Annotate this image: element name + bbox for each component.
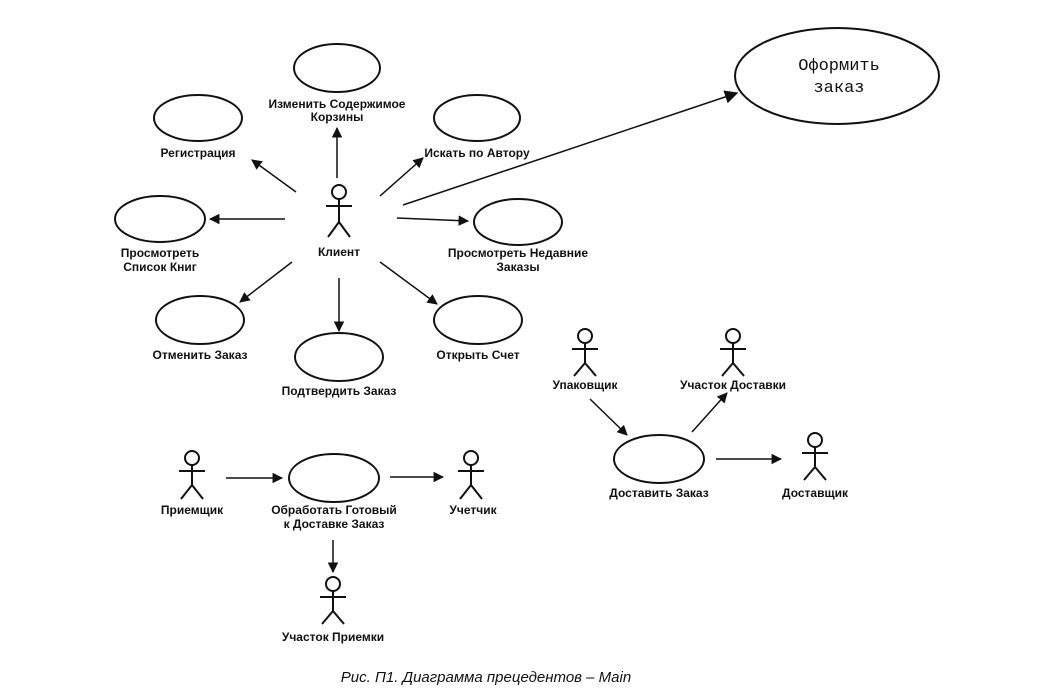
usecase-ellipse [734, 27, 940, 125]
usecase-label: Заказы [496, 260, 539, 274]
usecase-label: Список Книг [123, 260, 197, 274]
usecase-ellipse [473, 198, 563, 246]
actor-dostavshchik: Доставщик [782, 432, 849, 500]
usecase-podtverdit: Подтвердить Заказ [282, 332, 397, 398]
usecase-label: Открыть Счет [436, 348, 519, 362]
actor-label: Клиент [318, 245, 360, 259]
usecase-dostavit: Доставить Заказ [609, 434, 709, 500]
usecase-ellipse [153, 94, 243, 142]
usecase-label: Оформить [798, 57, 880, 76]
usecase-label: Корзины [311, 110, 364, 124]
usecase-label: Искать по Автору [424, 146, 530, 160]
actor-priemshchik: Приемщик [161, 450, 224, 517]
actor-figure-icon [572, 328, 598, 377]
actor-figure-icon [802, 432, 828, 481]
usecase-prosmotret-nedavnie: Просмотреть Недавние Заказы [448, 198, 588, 274]
usecase-label: Просмотреть Недавние [448, 246, 588, 260]
actor-label: Учетчик [449, 503, 497, 517]
usecase-oformit: Оформить заказ [734, 27, 940, 125]
edge-klient-otkryt [379, 261, 438, 305]
usecase-label: Регистрация [160, 146, 235, 160]
actor-figure-icon [179, 450, 205, 500]
usecase-ellipse [294, 332, 384, 382]
actor-figure-icon [720, 328, 746, 377]
edge-dostavit-uchastok-dostavki [691, 392, 728, 433]
usecase-ellipse [613, 434, 705, 484]
actor-uchastok-dostavki: Участок Доставки [680, 328, 786, 392]
usecase-label: Доставить Заказ [609, 486, 708, 500]
usecase-iskat: Искать по Автору [424, 94, 530, 160]
usecase-izmenit: Изменить Содержимое Корзины [269, 43, 406, 124]
edges [208, 90, 783, 574]
actor-uchetchik: Учетчик [449, 450, 498, 517]
usecase-ellipse [288, 453, 380, 503]
usecase-otmenit: Отменить Заказ [153, 295, 248, 362]
usecase-label: Просмотреть [121, 246, 200, 260]
actor-upakovshchik: Упаковщик [553, 328, 619, 392]
usecase-ellipse [433, 94, 521, 142]
usecase-ellipse [155, 295, 245, 345]
usecase-label: Обработать Готовый [271, 503, 397, 517]
edge-klient-oformit [402, 90, 739, 206]
usecase-label: Отменить Заказ [153, 348, 248, 362]
actor-figure-icon [320, 576, 346, 625]
usecase-ellipse [114, 195, 206, 243]
usecase-label: заказ [813, 79, 864, 98]
usecase-registraciya: Регистрация [153, 94, 243, 160]
actor-klient: Клиент [318, 184, 360, 259]
actor-label: Доставщик [782, 486, 849, 500]
usecase-obrabotat: Обработать Готовый к Доставке Заказ [271, 453, 397, 531]
actor-label: Приемщик [161, 503, 224, 517]
edge-klient-prosmotret-nedavnie [396, 215, 470, 226]
actor-label: Участок Приемки [282, 630, 384, 644]
edge-klient-iskat [379, 157, 424, 197]
usecase-prosmotret-spisok: Просмотреть Список Книг [114, 195, 206, 274]
actor-figure-icon [458, 450, 484, 500]
edge-klient-registraciya [251, 159, 297, 193]
usecase-otkryt: Открыть Счет [433, 295, 523, 362]
actor-uchastok-priemki: Участок Приемки [282, 576, 384, 644]
actor-label: Участок Доставки [680, 378, 786, 392]
usecase-ellipse [433, 295, 523, 345]
usecase-label: Изменить Содержимое [269, 97, 406, 111]
usecase-label: Подтвердить Заказ [282, 384, 397, 398]
usecase-label: к Доставке Заказ [284, 517, 385, 531]
usecase-ellipse [293, 43, 381, 93]
edge-klient-otmenit [239, 261, 293, 303]
edge-upakovshchik-dostavit [589, 398, 628, 436]
actor-figure-icon [326, 184, 352, 238]
actor-label: Упаковщик [553, 378, 619, 392]
figure-caption: Рис. П1. Диаграмма прецедентов – Main [341, 669, 631, 686]
